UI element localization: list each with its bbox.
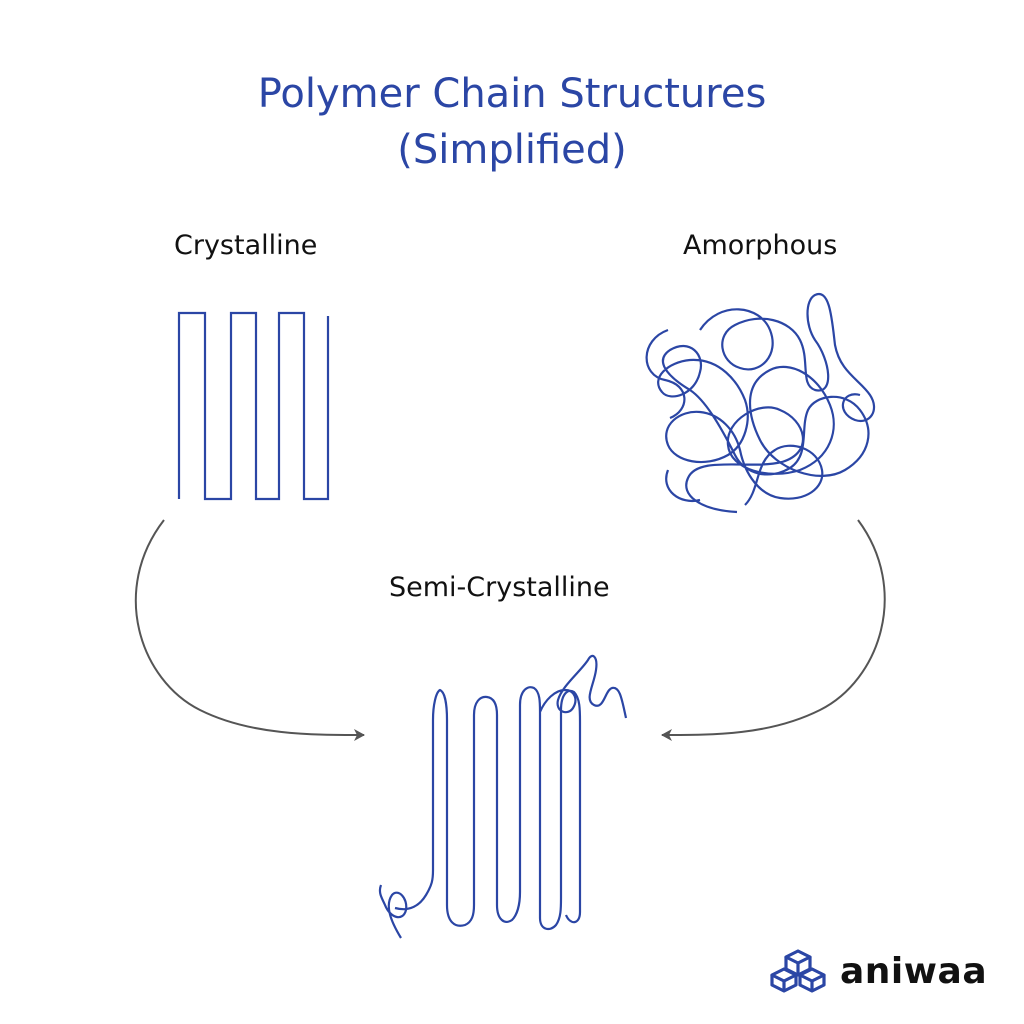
title-line-1: Polymer Chain Structures: [257, 71, 767, 117]
brand-name: aniwaa: [840, 950, 988, 992]
cubes-logo-icon: [770, 949, 826, 993]
amorphous-label: Amorphous: [683, 230, 838, 261]
semi-crystalline-chain: [378, 654, 628, 939]
amorphous-chain-outer: [645, 292, 876, 503]
title-line-2: (Simplified): [397, 127, 627, 173]
amorphous-chain: [657, 344, 870, 514]
arrow-crystalline-to-semi: [134, 519, 365, 741]
crystalline-chain: [177, 311, 330, 501]
semi-crystalline-label: Semi-Crystalline: [389, 572, 610, 603]
crystalline-label: Crystalline: [174, 230, 318, 261]
brand: aniwaa: [768, 946, 987, 996]
arrow-amorphous-to-semi: [661, 519, 886, 741]
diagram-title: Polymer Chain Structures (Simplified): [0, 66, 1024, 178]
